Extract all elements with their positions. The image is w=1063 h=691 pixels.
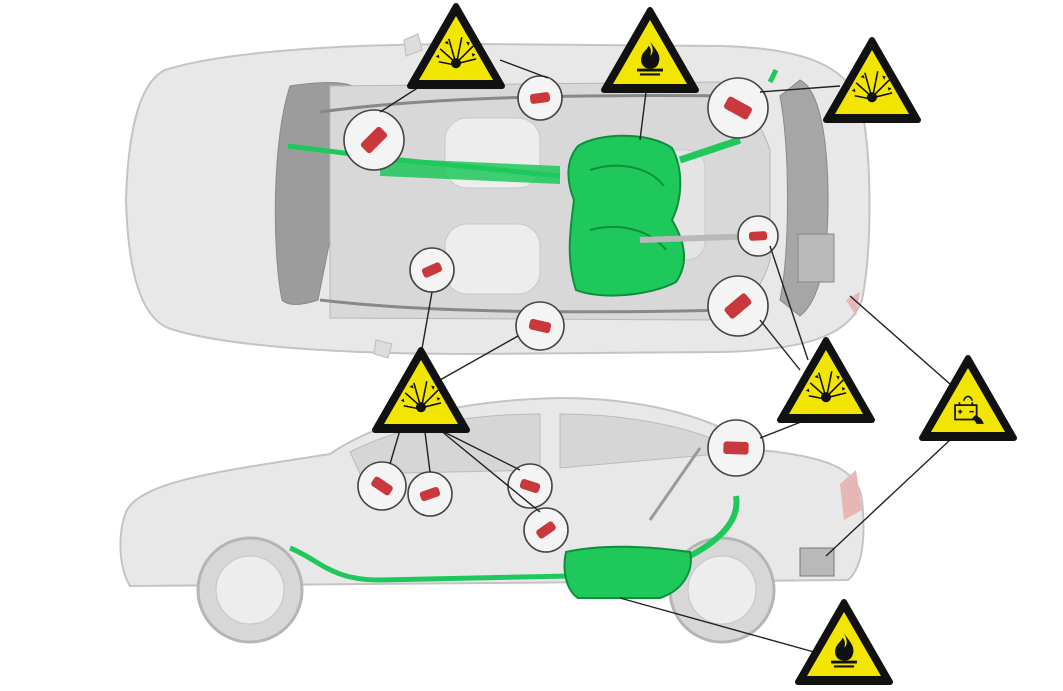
leader-line — [759, 85, 841, 93]
top-fuel-tank — [567, 134, 686, 297]
warning-sign-fuel — [795, 599, 893, 685]
leader-line — [639, 91, 647, 141]
component-callout — [343, 109, 405, 171]
component-callout — [517, 75, 563, 121]
leader-line — [439, 429, 521, 471]
leader-line — [439, 335, 519, 381]
leader-line — [424, 431, 431, 473]
component-callout — [409, 247, 455, 293]
leader-line — [825, 439, 951, 557]
component-callout — [507, 463, 553, 509]
component-callout — [707, 275, 769, 337]
warning-sign-pyrotechnic — [407, 3, 505, 89]
side-view-car — [119, 396, 865, 644]
component-callout — [515, 301, 565, 351]
component-callouts — [343, 75, 779, 553]
side-fuel-line — [289, 545, 571, 583]
component-callout — [707, 419, 765, 477]
leader-line — [619, 597, 815, 653]
warning-sign-pyrotechnic — [372, 347, 470, 433]
leader-line — [759, 319, 801, 371]
component-callout — [523, 507, 569, 553]
leader-line — [499, 59, 549, 79]
warning-sign-pyrotechnic — [777, 337, 875, 423]
leader-line — [389, 429, 401, 465]
warning-signs — [372, 3, 1017, 685]
leader-line — [439, 429, 541, 513]
component-callout — [407, 471, 453, 517]
warning-sign-fuel — [601, 7, 699, 93]
warning-sign-pyrotechnic — [823, 37, 921, 123]
leader-line — [769, 245, 809, 361]
side-fuel-tank — [563, 545, 692, 599]
leader-line — [849, 295, 951, 385]
component-callout — [357, 461, 407, 511]
warning-sign-battery — [919, 355, 1017, 441]
leader-lines — [379, 59, 951, 653]
component-callout — [737, 215, 779, 257]
component-callout — [707, 77, 769, 139]
